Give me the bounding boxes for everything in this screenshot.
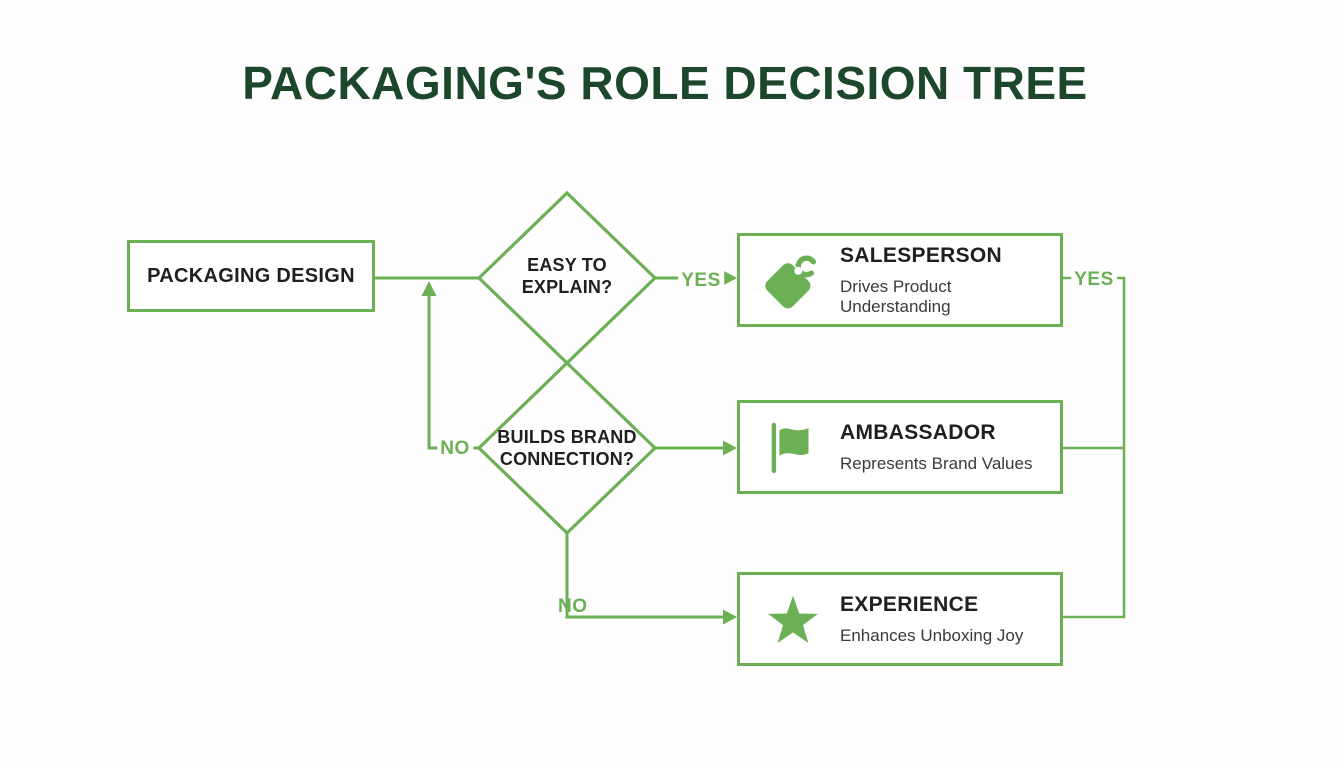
start-node-label: PACKAGING DESIGN [147,264,355,287]
tag-icon [762,249,824,311]
outcome-subtitle: Represents Brand Values [840,453,1033,473]
outcome-experience: EXPERIENCE Enhances Unboxing Joy [737,572,1063,666]
outcome-subtitle: Enhances Unboxing Joy [840,625,1024,645]
page-title: PACKAGING'S ROLE DECISION TREE [242,57,1088,109]
arrowhead-ambassador [723,440,737,456]
flag-icon [762,416,824,478]
outcome-salesperson: SALESPERSON Drives Product Understanding [737,233,1063,327]
outcome-title: EXPERIENCE [840,592,979,616]
outcome-text: EXPERIENCE Enhances Unboxing Joy [840,593,1023,646]
start-node-packaging-design: PACKAGING DESIGN [127,240,375,312]
edge-label-no-experience: NO [558,596,588,617]
arrowhead-salesperson [723,270,737,286]
decision1-label: EASY TO EXPLAIN? [521,255,613,297]
star-icon [762,588,824,650]
outcome-ambassador: AMBASSADOR Represents Brand Values [737,400,1063,494]
edge-label-no-brand: NO [437,438,473,460]
outcome-text: AMBASSADOR Represents Brand Values [840,421,1032,474]
connector-no-to-experience [565,533,726,619]
edge-label-yes-trunk: YES [1071,269,1117,291]
outcome-title: AMBASSADOR [840,420,996,444]
arrowhead-no-return-up [421,281,437,296]
edge-label-yes-explain: YES [678,270,724,292]
decision2-label: BUILDS BRAND CONNECTION? [497,427,637,469]
outcome-subtitle: Drives Product Understanding [840,276,952,316]
outcome-text: SALESPERSON Drives Product Understanding [840,244,1060,317]
arrowhead-experience [723,609,737,625]
outcome-title: SALESPERSON [840,243,1002,267]
connector-no-return [427,292,479,450]
